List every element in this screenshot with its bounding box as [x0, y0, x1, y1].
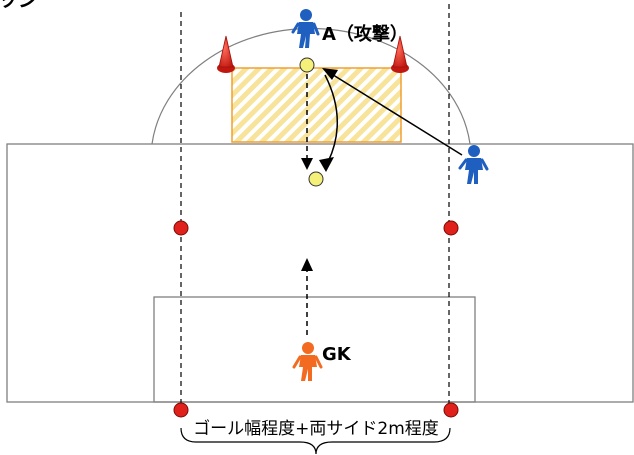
- ball-icon: [308, 171, 324, 187]
- marker-dot-icon: [443, 220, 459, 236]
- player-figure-icon: [292, 342, 323, 381]
- cone-icon: [217, 35, 235, 73]
- goalkeeper-label: GK: [322, 344, 352, 365]
- run-curve-arrow: [324, 74, 338, 163]
- attacker-label: A（攻撃）: [322, 23, 408, 45]
- width-note: ゴール幅程度+両サイド2m程度: [193, 418, 439, 439]
- width-bracket: [180, 427, 451, 455]
- pass-arrow: [329, 72, 463, 156]
- title-fragment: ッジ: [0, 0, 38, 11]
- player-figure-icon: [458, 145, 489, 184]
- player-figure-icon: [291, 9, 320, 48]
- marker-dot-icon: [173, 402, 189, 418]
- arrowhead: [319, 157, 334, 172]
- penalty-box: [153, 296, 476, 403]
- cone-icon: [391, 35, 409, 73]
- marker-dot-icon: [443, 402, 459, 418]
- ball-icon: [299, 57, 315, 73]
- marker-dot-icon: [173, 220, 189, 236]
- arrowhead: [322, 68, 338, 80]
- arrowhead: [301, 158, 313, 170]
- attack-zone: [231, 67, 402, 143]
- arrowhead: [301, 258, 313, 271]
